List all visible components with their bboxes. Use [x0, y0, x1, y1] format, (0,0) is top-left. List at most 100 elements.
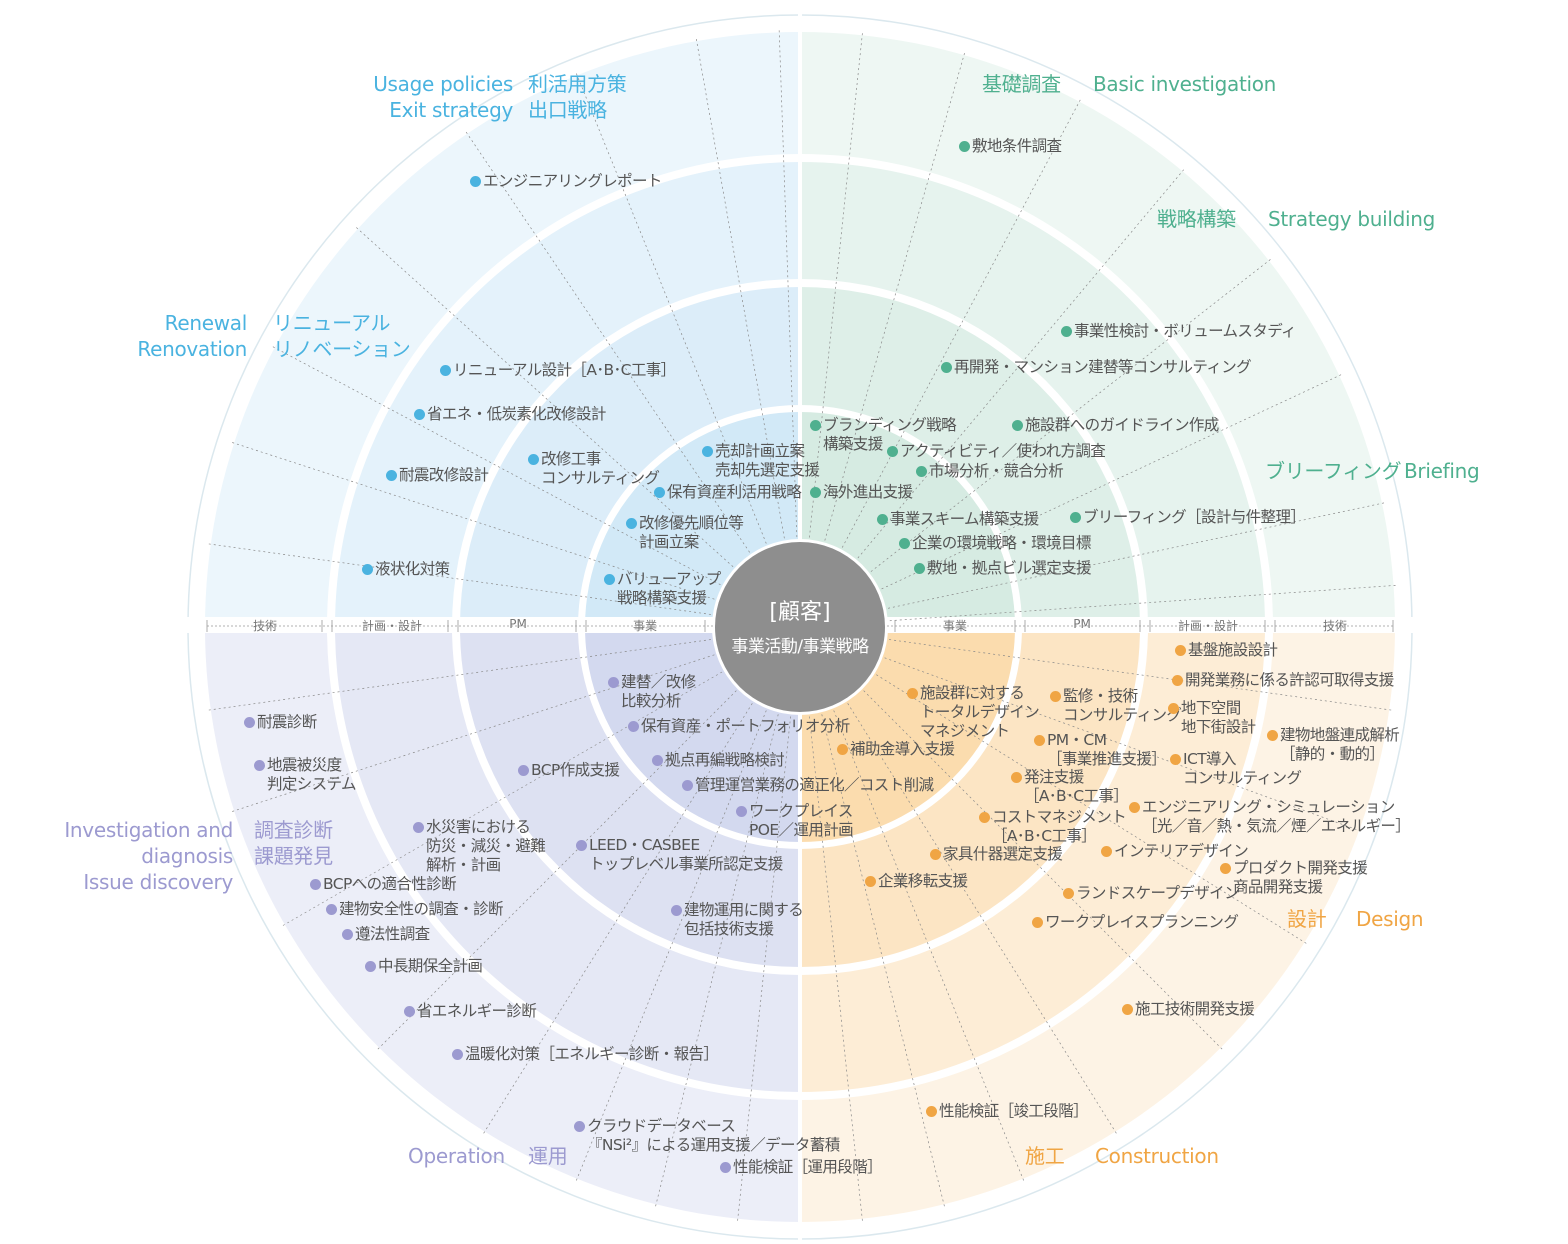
- section-investigation-ja: 調査診断 課題発見: [254, 818, 333, 868]
- service-item-label: 管理運営業務の適正化／コスト削減: [695, 776, 934, 794]
- section-basic-ja: 基礎調査: [982, 72, 1061, 96]
- service-item-orange: 地下空間 地下街設計: [1168, 699, 1256, 737]
- radial-dashed-line: [887, 501, 1387, 609]
- bullet-dot-icon: [914, 563, 925, 574]
- bullet-dot-icon: [470, 176, 481, 187]
- service-item-purple: BCP作成支援: [518, 761, 620, 780]
- bullet-dot-icon: [810, 420, 821, 431]
- bullet-dot-icon: [1170, 754, 1181, 765]
- service-item-label: 性能検証［運用段階］: [733, 1158, 883, 1176]
- bullet-dot-icon: [899, 538, 910, 549]
- axis-label-right-pm: PM: [1073, 617, 1091, 631]
- radial-dashed-line: [574, 710, 767, 1184]
- service-item-label: 水災害における 防災・減災・避難 解析・計画: [426, 818, 546, 874]
- service-item-label: コストマネジメント ［A･B･C工事］: [992, 808, 1127, 845]
- service-item-label: 中長期保全計画: [378, 957, 483, 975]
- bullet-dot-icon: [654, 487, 665, 498]
- service-item-blue: 液状化対策: [362, 560, 450, 579]
- service-item-orange: 発注支援 ［A･B･C工事］: [1011, 768, 1129, 806]
- service-item-label: 発注支援 ［A･B･C工事］: [1024, 768, 1129, 805]
- service-item-orange: インテリアデザイン: [1101, 842, 1249, 861]
- service-item-purple: 中長期保全計画: [365, 957, 483, 976]
- radial-dashed-line: [881, 373, 1344, 590]
- bullet-dot-icon: [1061, 326, 1072, 337]
- bullet-dot-icon: [1034, 735, 1045, 746]
- band-green-0: [800, 412, 1015, 627]
- service-item-green: 市場分析・競合分析: [916, 462, 1064, 481]
- radial-dashed-line: [809, 716, 864, 1224]
- service-item-label: 耐震改修設計: [399, 466, 489, 484]
- service-item-label: ランドスケープデザイン: [1076, 884, 1240, 902]
- service-item-green: 敷地・拠点ビル選定支援: [914, 559, 1092, 578]
- band-blue-2: [335, 162, 800, 627]
- bullet-dot-icon: [413, 822, 424, 833]
- service-item-orange: ICT導入 コンサルティング: [1170, 750, 1302, 788]
- axis-label-left-business: 事業: [632, 619, 658, 633]
- service-item-label: 事業性検討・ボリュームスタディ: [1074, 322, 1297, 340]
- service-item-label: エンジニアリング・シミュレーション ［光／音／熱・気流／煙／エネルギー］: [1142, 798, 1411, 835]
- service-item-label: 液状化対策: [375, 560, 450, 578]
- axis-label-right-tech: 技術: [1322, 619, 1348, 633]
- service-item-orange: 建物地盤連成解析 ［静的・動的］: [1267, 726, 1400, 764]
- service-item-label: 省エネ・低炭素化改修設計: [427, 405, 606, 423]
- bullet-dot-icon: [244, 717, 255, 728]
- service-item-purple: クラウドデータベース 『NSi²』による運用支援／データ蓄積: [574, 1117, 840, 1155]
- service-item-green: 企業の環境戦略・環境目標: [899, 534, 1091, 553]
- service-item-label: 海外進出支援: [823, 483, 913, 501]
- service-item-label: アクティビティ／使われ方調査: [900, 442, 1106, 460]
- section-briefing-ja: ブリーフィング: [1265, 459, 1402, 483]
- axis-label-left-pm: PM: [509, 617, 527, 631]
- bullet-dot-icon: [626, 518, 637, 529]
- band-green-2: [800, 162, 1265, 627]
- section-briefing-en: Briefing: [1404, 459, 1480, 483]
- service-item-blue: 改修工事 コンサルティング: [528, 450, 660, 488]
- center-customer-circle: [顧客] 事業活動/事業戦略: [715, 542, 885, 712]
- bullet-dot-icon: [916, 466, 927, 477]
- radial-dashed-line: [833, 710, 1026, 1184]
- service-item-label: 保有資産利活用戦略: [667, 483, 802, 501]
- service-item-purple: 建物安全性の調査・診断: [326, 900, 504, 919]
- service-item-orange: PM・CM ［事業推進支援］: [1034, 731, 1167, 769]
- bullet-dot-icon: [865, 876, 876, 887]
- bullet-dot-icon: [326, 904, 337, 915]
- radial-dashed-line: [889, 584, 1399, 622]
- radial-dashed-line: [821, 714, 946, 1210]
- axis-label-left-planning: 計画・設計: [361, 619, 423, 633]
- axis-label-right-business: 事業: [942, 619, 968, 633]
- section-operation-ja: 運用: [528, 1144, 568, 1168]
- service-item-orange: 補助金導入支援: [837, 740, 955, 759]
- service-item-purple: 性能検証［運用段階］: [720, 1158, 883, 1177]
- bullet-dot-icon: [736, 806, 747, 817]
- service-item-label: 建物地盤連成解析 ［静的・動的］: [1280, 726, 1400, 763]
- service-item-label: 改修優先順位等 計画立案: [639, 514, 744, 551]
- band-purple-2: [335, 627, 800, 1092]
- bullet-dot-icon: [1267, 730, 1278, 741]
- service-item-label: 地下空間 地下街設計: [1181, 699, 1256, 736]
- center-subtitle: 事業活動/事業戦略: [731, 637, 869, 657]
- section-usage-en: Usage policies Exit strategy: [373, 72, 513, 122]
- bullet-dot-icon: [1070, 512, 1081, 523]
- bullet-dot-icon: [720, 1162, 731, 1173]
- service-item-green: 施設群へのガイドライン作成: [1012, 416, 1219, 435]
- radial-dashed-line: [654, 714, 779, 1210]
- radial-dashed-line: [889, 639, 1395, 711]
- bullet-dot-icon: [628, 721, 639, 732]
- service-item-label: 遵法性調査: [355, 925, 430, 943]
- service-item-green: 事業性検討・ボリュームスタディ: [1061, 322, 1297, 341]
- bullet-dot-icon: [576, 840, 587, 851]
- bullet-dot-icon: [365, 961, 376, 972]
- band-blue-1: [460, 287, 800, 627]
- bullet-dot-icon: [310, 879, 321, 890]
- service-item-orange: 施設群に対する トータルデザイン マネジメント: [907, 684, 1040, 741]
- service-item-label: 売却計画立案 売却先選定支援: [715, 442, 820, 479]
- radial-dashed-line: [229, 441, 715, 600]
- service-item-label: 開発業務に係る許認可取得支援: [1185, 671, 1394, 689]
- service-item-purple: ワークプレイス POE／運用計画: [736, 802, 854, 840]
- section-investigation-en: Investigation and diagnosis Issue discov…: [64, 818, 233, 894]
- band-blue-0: [585, 412, 800, 627]
- bullet-dot-icon: [837, 744, 848, 755]
- service-item-label: 事業スキーム構築支援: [890, 510, 1039, 528]
- service-item-label: 施工技術開発支援: [1135, 1000, 1255, 1018]
- service-item-label: ワークプレイスプランニング: [1045, 913, 1239, 931]
